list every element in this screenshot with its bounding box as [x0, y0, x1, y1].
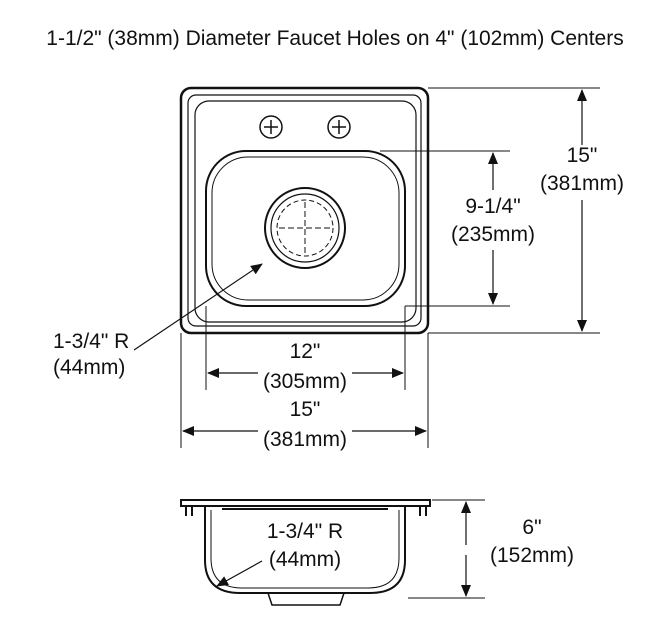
- bowl-width-inches: 12": [290, 340, 321, 363]
- overall-width-inches: 15": [290, 398, 321, 421]
- sink-side-view: [180, 499, 431, 606]
- side-corner-radius-inches: 1-3/4" R: [267, 520, 343, 543]
- side-depth-dimension: [408, 499, 485, 599]
- overall-depth-mm: (381mm): [540, 172, 624, 195]
- side-depth-mm: (152mm): [490, 544, 574, 567]
- corner-radius-mm: (44mm): [53, 356, 125, 379]
- overall-depth-inches: 15": [567, 144, 598, 167]
- overall-width-dimension: [180, 333, 429, 448]
- side-corner-radius-leader: [216, 560, 263, 587]
- bowl-width-dimension: [205, 306, 406, 390]
- bowl-depth-mm: (235mm): [451, 223, 535, 246]
- corner-radius-inches: 1-3/4" R: [53, 330, 129, 353]
- overall-width-mm: (381mm): [263, 428, 347, 451]
- faucet-hole-left: [259, 115, 283, 139]
- drain-outlet: [264, 187, 346, 269]
- faucet-hole-right: [327, 115, 351, 139]
- drawing-title: 1-1/2" (38mm) Diameter Faucet Holes on 4…: [46, 27, 623, 50]
- sink-top-view: [179, 86, 430, 335]
- side-corner-radius-mm: (44mm): [269, 548, 341, 571]
- overall-depth-dimension: [428, 87, 600, 334]
- side-depth-inches: 6": [522, 516, 541, 539]
- corner-radius-leader: [133, 263, 263, 351]
- bowl-depth-inches: 9-1/4": [465, 195, 520, 218]
- bowl-depth-dimension: [380, 150, 510, 307]
- bowl-width-mm: (305mm): [263, 370, 347, 393]
